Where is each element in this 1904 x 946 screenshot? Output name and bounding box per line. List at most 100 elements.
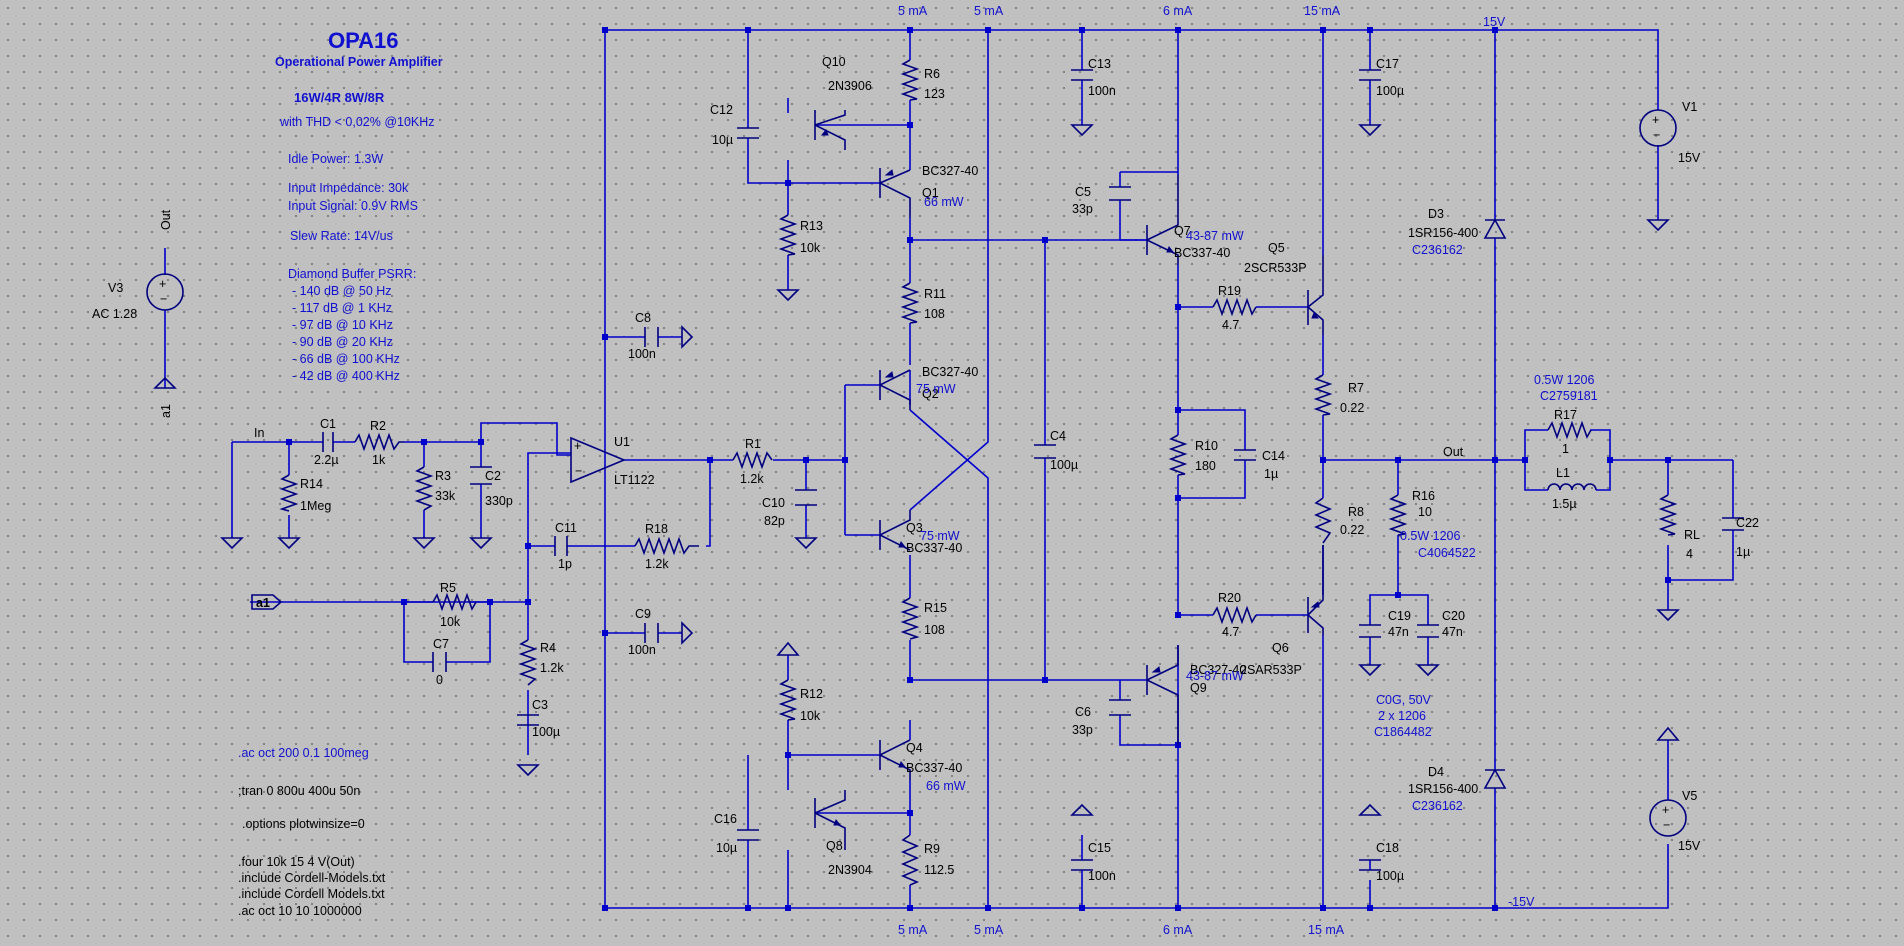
resistor-label: R10: [1195, 439, 1218, 453]
resistor-value: 10k: [800, 241, 821, 255]
page-title: OPA16: [328, 28, 399, 53]
resistor-r19: [1212, 297, 1257, 317]
capacitor-value: 100µ: [1050, 458, 1078, 472]
capacitor-c19: [1359, 624, 1381, 638]
transistor-symbols: [814, 110, 1324, 850]
spec-input-impedance: Input Impedance: 30k: [288, 181, 409, 195]
note-c19c20: C0G, 50V: [1376, 693, 1432, 707]
resistor-label: R13: [800, 219, 823, 233]
note-r16: C4064522: [1418, 546, 1476, 560]
psrr-line: - 90 dB @ 20 KHz: [292, 335, 393, 349]
resistor-value: 1: [1562, 442, 1569, 456]
source-v1-name: V1: [1682, 100, 1697, 114]
capacitor-label: C2: [485, 469, 501, 483]
transistor-part: BC337-40: [1174, 246, 1230, 260]
capacitor-value: 100n: [1088, 84, 1116, 98]
net-label-a1: a1: [159, 404, 173, 418]
capacitor-c14: [1234, 449, 1256, 461]
rail-current-label: 15 mA: [1304, 4, 1341, 18]
capacitor-value: 10µ: [712, 133, 733, 147]
capacitor-label: C20: [1442, 609, 1465, 623]
capacitor-c15: [1071, 859, 1093, 871]
capacitor-label: C3: [532, 698, 548, 712]
resistor-value: 10: [1418, 505, 1432, 519]
resistor-value: 123: [924, 87, 945, 101]
resistor-label: R14: [300, 477, 323, 491]
capacitor-label: C8: [635, 311, 651, 325]
capacitor-c7: [432, 652, 447, 672]
psrr-line: - 97 dB @ 10 KHz: [292, 318, 393, 332]
inductor-value: 1.5µ: [1552, 497, 1577, 511]
thd-note: with THD < 0,02% @10KHz: [279, 115, 435, 129]
spec-idle-power: Idle Power: 1.3W: [288, 152, 383, 166]
capacitor-label: C16: [714, 812, 737, 826]
rail-current-label: 5 mA: [974, 4, 1004, 18]
resistor-r5: [432, 592, 477, 612]
capacitor-c16: [737, 829, 759, 841]
capacitor-c10: [795, 489, 817, 506]
resistor-label: R7: [1348, 381, 1364, 395]
resistor-value: 0.22: [1340, 523, 1364, 537]
net-label-vpos: 15V: [1483, 15, 1506, 29]
capacitor-c20: [1417, 624, 1439, 638]
capacitor-value: 2.2µ: [314, 453, 339, 467]
transistor-part: 2SCR533P: [1244, 261, 1307, 275]
capacitor-c22: [1722, 517, 1744, 531]
transistor-power: 75 mW: [920, 529, 960, 543]
resistor-value: 4: [1686, 547, 1693, 561]
capacitor-c12: [737, 127, 759, 139]
capacitor-value: 100µ: [1376, 84, 1404, 98]
diode-label: D4: [1428, 765, 1444, 779]
transistor-label: Q7: [1174, 224, 1191, 238]
capacitor-value: 1p: [558, 557, 572, 571]
diode-code: C236162: [1412, 243, 1463, 257]
diode-part: 1SR156-400: [1408, 782, 1478, 796]
capacitor-label: C9: [635, 607, 651, 621]
capacitor-value: 100µ: [1376, 869, 1404, 883]
resistor-r14: [279, 474, 299, 512]
capacitor-c5: [1109, 186, 1131, 201]
resistor-r16: [1388, 494, 1408, 536]
source-v3-value: AC 1.28: [92, 307, 137, 321]
resistor-value: 1k: [372, 453, 386, 467]
transistor-label: Q10: [822, 55, 846, 69]
transistor-part: BC337-40: [906, 541, 962, 555]
capacitor-label: C1: [320, 417, 336, 431]
resistor-r8: [1313, 497, 1333, 544]
capacitor-label: C4: [1050, 429, 1066, 443]
capacitor-value: 0: [436, 673, 443, 687]
capacitor-label: C5: [1075, 185, 1091, 199]
net-label-vneg: -15V: [1508, 895, 1535, 909]
transistor-power: 43-87 mW: [1186, 669, 1244, 683]
resistor-r2: [354, 432, 404, 452]
transistor-part: BC327-40: [922, 365, 978, 379]
capacitor-label: C13: [1088, 57, 1111, 71]
source-v3-name: V3: [108, 281, 123, 295]
resistor-r9: [900, 834, 920, 886]
resistor-label: RL: [1684, 528, 1700, 542]
capacitor-value: 33p: [1072, 723, 1093, 737]
resistor-value: 108: [924, 623, 945, 637]
capacitor-c1: [322, 432, 334, 452]
transistor-label: Q8: [826, 839, 843, 853]
resistor-value: 0.22: [1340, 401, 1364, 415]
transistor-label: Q2: [922, 387, 939, 401]
capacitor-label: C18: [1376, 841, 1399, 855]
resistor-r15: [900, 597, 920, 640]
transistor-part: 2N3904: [828, 863, 872, 877]
net-label-in: In: [254, 426, 264, 440]
transistor-label: Q5: [1268, 241, 1285, 255]
opamp-u1-name: U1: [614, 435, 630, 449]
capacitor-c13: [1071, 69, 1093, 81]
capacitor-label: C14: [1262, 449, 1285, 463]
diode-code: C236162: [1412, 799, 1463, 813]
capacitor-value: 33p: [1072, 202, 1093, 216]
rail-current-label: 5 mA: [898, 923, 928, 937]
psrr-line: - 42 dB @ 400 KHz: [292, 369, 400, 383]
transistor-label: Q3: [906, 521, 923, 535]
resistor-label: R6: [924, 67, 940, 81]
resistor-r20: [1212, 605, 1257, 625]
source-v5-value: 15V: [1678, 839, 1701, 853]
svg-text:−: −: [1653, 128, 1660, 142]
capacitor-c18: [1359, 859, 1381, 871]
